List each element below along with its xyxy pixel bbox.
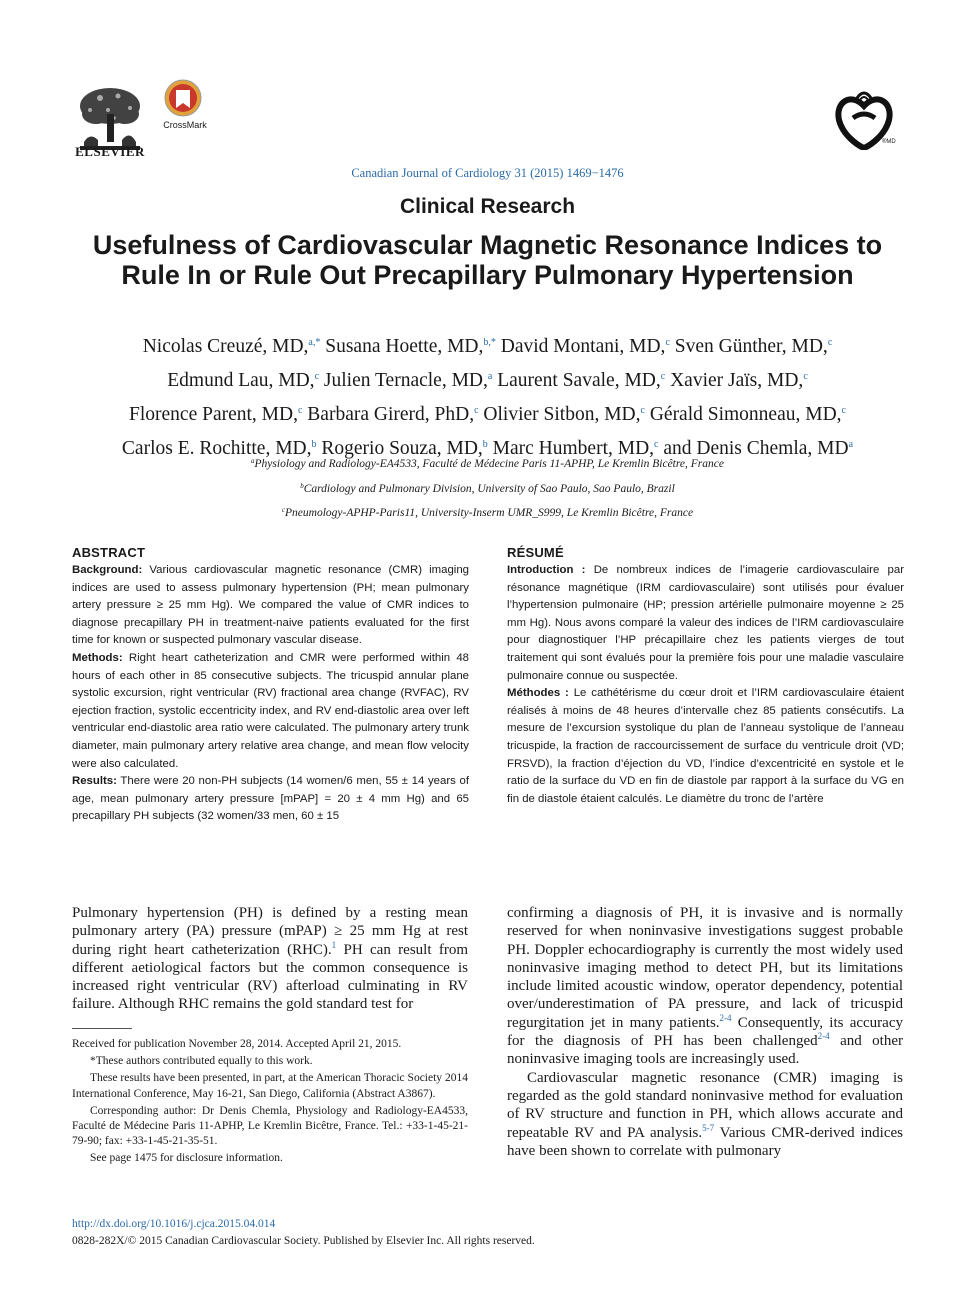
elsevier-tree-logo	[70, 84, 150, 154]
article-title: Usefulness of Cardiovascular Magnetic Re…	[92, 230, 883, 290]
page-footer: http://dx.doi.org/10.1016/j.cjca.2015.04…	[72, 1216, 535, 1250]
author: Gérald Simonneau, MD,c	[649, 404, 846, 425]
affiliation-marker[interactable]: c	[660, 371, 666, 382]
reference-link[interactable]: 2-4	[817, 1031, 830, 1042]
abstract-methods: Methods: Right heart catheterization and…	[72, 651, 469, 770]
body-paragraph: Pulmonary hypertension (PH) is defined b…	[72, 905, 468, 1013]
affiliation-marker[interactable]: b	[482, 439, 488, 450]
copyright-line: 0828-282X/© 2015 Canadian Cardiovascular…	[72, 1235, 535, 1247]
author: Carlos E. Rochitte, MD,b	[121, 438, 317, 459]
canadian-cardiovascular-society-logo	[835, 91, 893, 150]
publisher-name: ELSEVIER	[75, 144, 145, 159]
reference-link[interactable]: 5-7	[702, 1122, 715, 1133]
affiliation: bCardiology and Pulmonary Division, Univ…	[300, 481, 675, 495]
resume-heading: RÉSUMÉ	[507, 545, 564, 560]
footnote-divider	[72, 1028, 132, 1029]
affiliation-marker[interactable]: b	[311, 439, 317, 450]
affiliation-marker[interactable]: c	[841, 405, 846, 416]
body-paragraph: confirming a diagnosis of PH, it is inva…	[507, 905, 903, 1068]
author: Olivier Sitbon, MD,c	[483, 404, 645, 425]
affiliation-marker[interactable]: c	[827, 337, 833, 348]
author: David Montani, MD,c	[500, 336, 670, 357]
abstract-results: Results: There were 20 non-PH subjects (…	[72, 775, 469, 823]
section-label: Clinical Research	[399, 195, 576, 218]
author: Rogerio Souza, MD,b	[321, 438, 488, 459]
author: Laurent Savale, MD,c	[497, 370, 666, 391]
affiliation-marker[interactable]: c	[640, 405, 645, 416]
affiliation-marker[interactable]: c	[803, 371, 808, 382]
affiliation-marker[interactable]: c	[654, 439, 659, 450]
doi-link[interactable]: http://dx.doi.org/10.1016/j.cjca.2015.04…	[72, 1218, 276, 1230]
crossmark-icon[interactable]	[163, 78, 203, 122]
author-list: Nicolas Creuzé, MD,a,* Susana Hoette, MD…	[40, 328, 935, 464]
affiliation-list: aPhysiology and Radiology-EA4533, Facult…	[40, 451, 935, 525]
affiliation: cPneumology-APHP-Paris11, University-Ins…	[281, 506, 694, 519]
footnote-presented: These results have been presented, in pa…	[72, 1072, 468, 1100]
author: Xavier Jaïs, MD,c	[670, 370, 808, 391]
abstract-english: ABSTRACT Background: Various cardiovascu…	[72, 545, 469, 826]
affiliation-marker[interactable]: c	[665, 337, 670, 348]
reference-link[interactable]: 2-4	[719, 1012, 732, 1023]
reference-link[interactable]: 1	[331, 939, 337, 950]
footnotes: Received for publication November 28, 20…	[72, 1037, 468, 1169]
abstract-heading: ABSTRACT	[72, 545, 146, 560]
registered-mark: ®MD	[882, 139, 896, 145]
body-paragraph: Cardiovascular magnetic resonance (CMR) …	[507, 1069, 904, 1159]
affiliation-marker[interactable]: b,*	[483, 337, 496, 348]
author: Sven Günther, MD,c	[674, 336, 833, 357]
affiliation-marker[interactable]: a	[487, 371, 493, 382]
author: Florence Parent, MD,c	[129, 404, 303, 425]
affiliation-marker[interactable]: a,*	[308, 337, 321, 348]
resume-introduction: Introduction : De nombreux indices de l’…	[507, 564, 904, 682]
author: Julien Ternacle, MD,a	[323, 370, 493, 391]
affiliation-marker[interactable]: a	[848, 439, 854, 450]
footnote-received: Received for publication November 28, 20…	[72, 1038, 402, 1050]
footnote-equal-contribution: *These authors contributed equally to th…	[90, 1055, 313, 1068]
body-column-left: Pulmonary hypertension (PH) is defined b…	[72, 904, 468, 1014]
footnote-disclosure: See page 1475 for disclosure information…	[90, 1152, 283, 1165]
journal-citation-link[interactable]: Canadian Journal of Cardiology 31 (2015)…	[351, 166, 624, 180]
affiliation-marker[interactable]: c	[474, 405, 479, 416]
affiliation: aPhysiology and Radiology-EA4533, Facult…	[251, 457, 724, 470]
author: Nicolas Creuzé, MD,a,*	[142, 336, 321, 357]
author: Susana Hoette, MD,b,*	[325, 336, 496, 357]
body-column-right: confirming a diagnosis of PH, it is inva…	[507, 904, 903, 1160]
affiliation-marker[interactable]: c	[314, 371, 320, 382]
affiliation-marker[interactable]: c	[297, 405, 303, 416]
author: Edmund Lau, MD,c	[167, 370, 320, 391]
resume-methodes: Méthodes : Le cathétérisme du cœur droit…	[507, 687, 904, 805]
abstract-background: Background: Various cardiovascular magne…	[72, 564, 469, 647]
footnote-corresponding-author: Corresponding author: Dr Denis Chemla, P…	[72, 1104, 468, 1148]
author: Barbara Girerd, PhD,c	[307, 404, 479, 425]
abstract-french: RÉSUMÉ Introduction : De nombreux indice…	[507, 545, 904, 808]
author: and Denis Chemla, MDa	[663, 438, 854, 459]
page-header: ELSEVIER CrossMark ®MD Canadian Journal …	[0, 0, 975, 200]
crossmark-label: CrossMark	[163, 120, 207, 130]
author: Marc Humbert, MD,c	[492, 438, 659, 459]
